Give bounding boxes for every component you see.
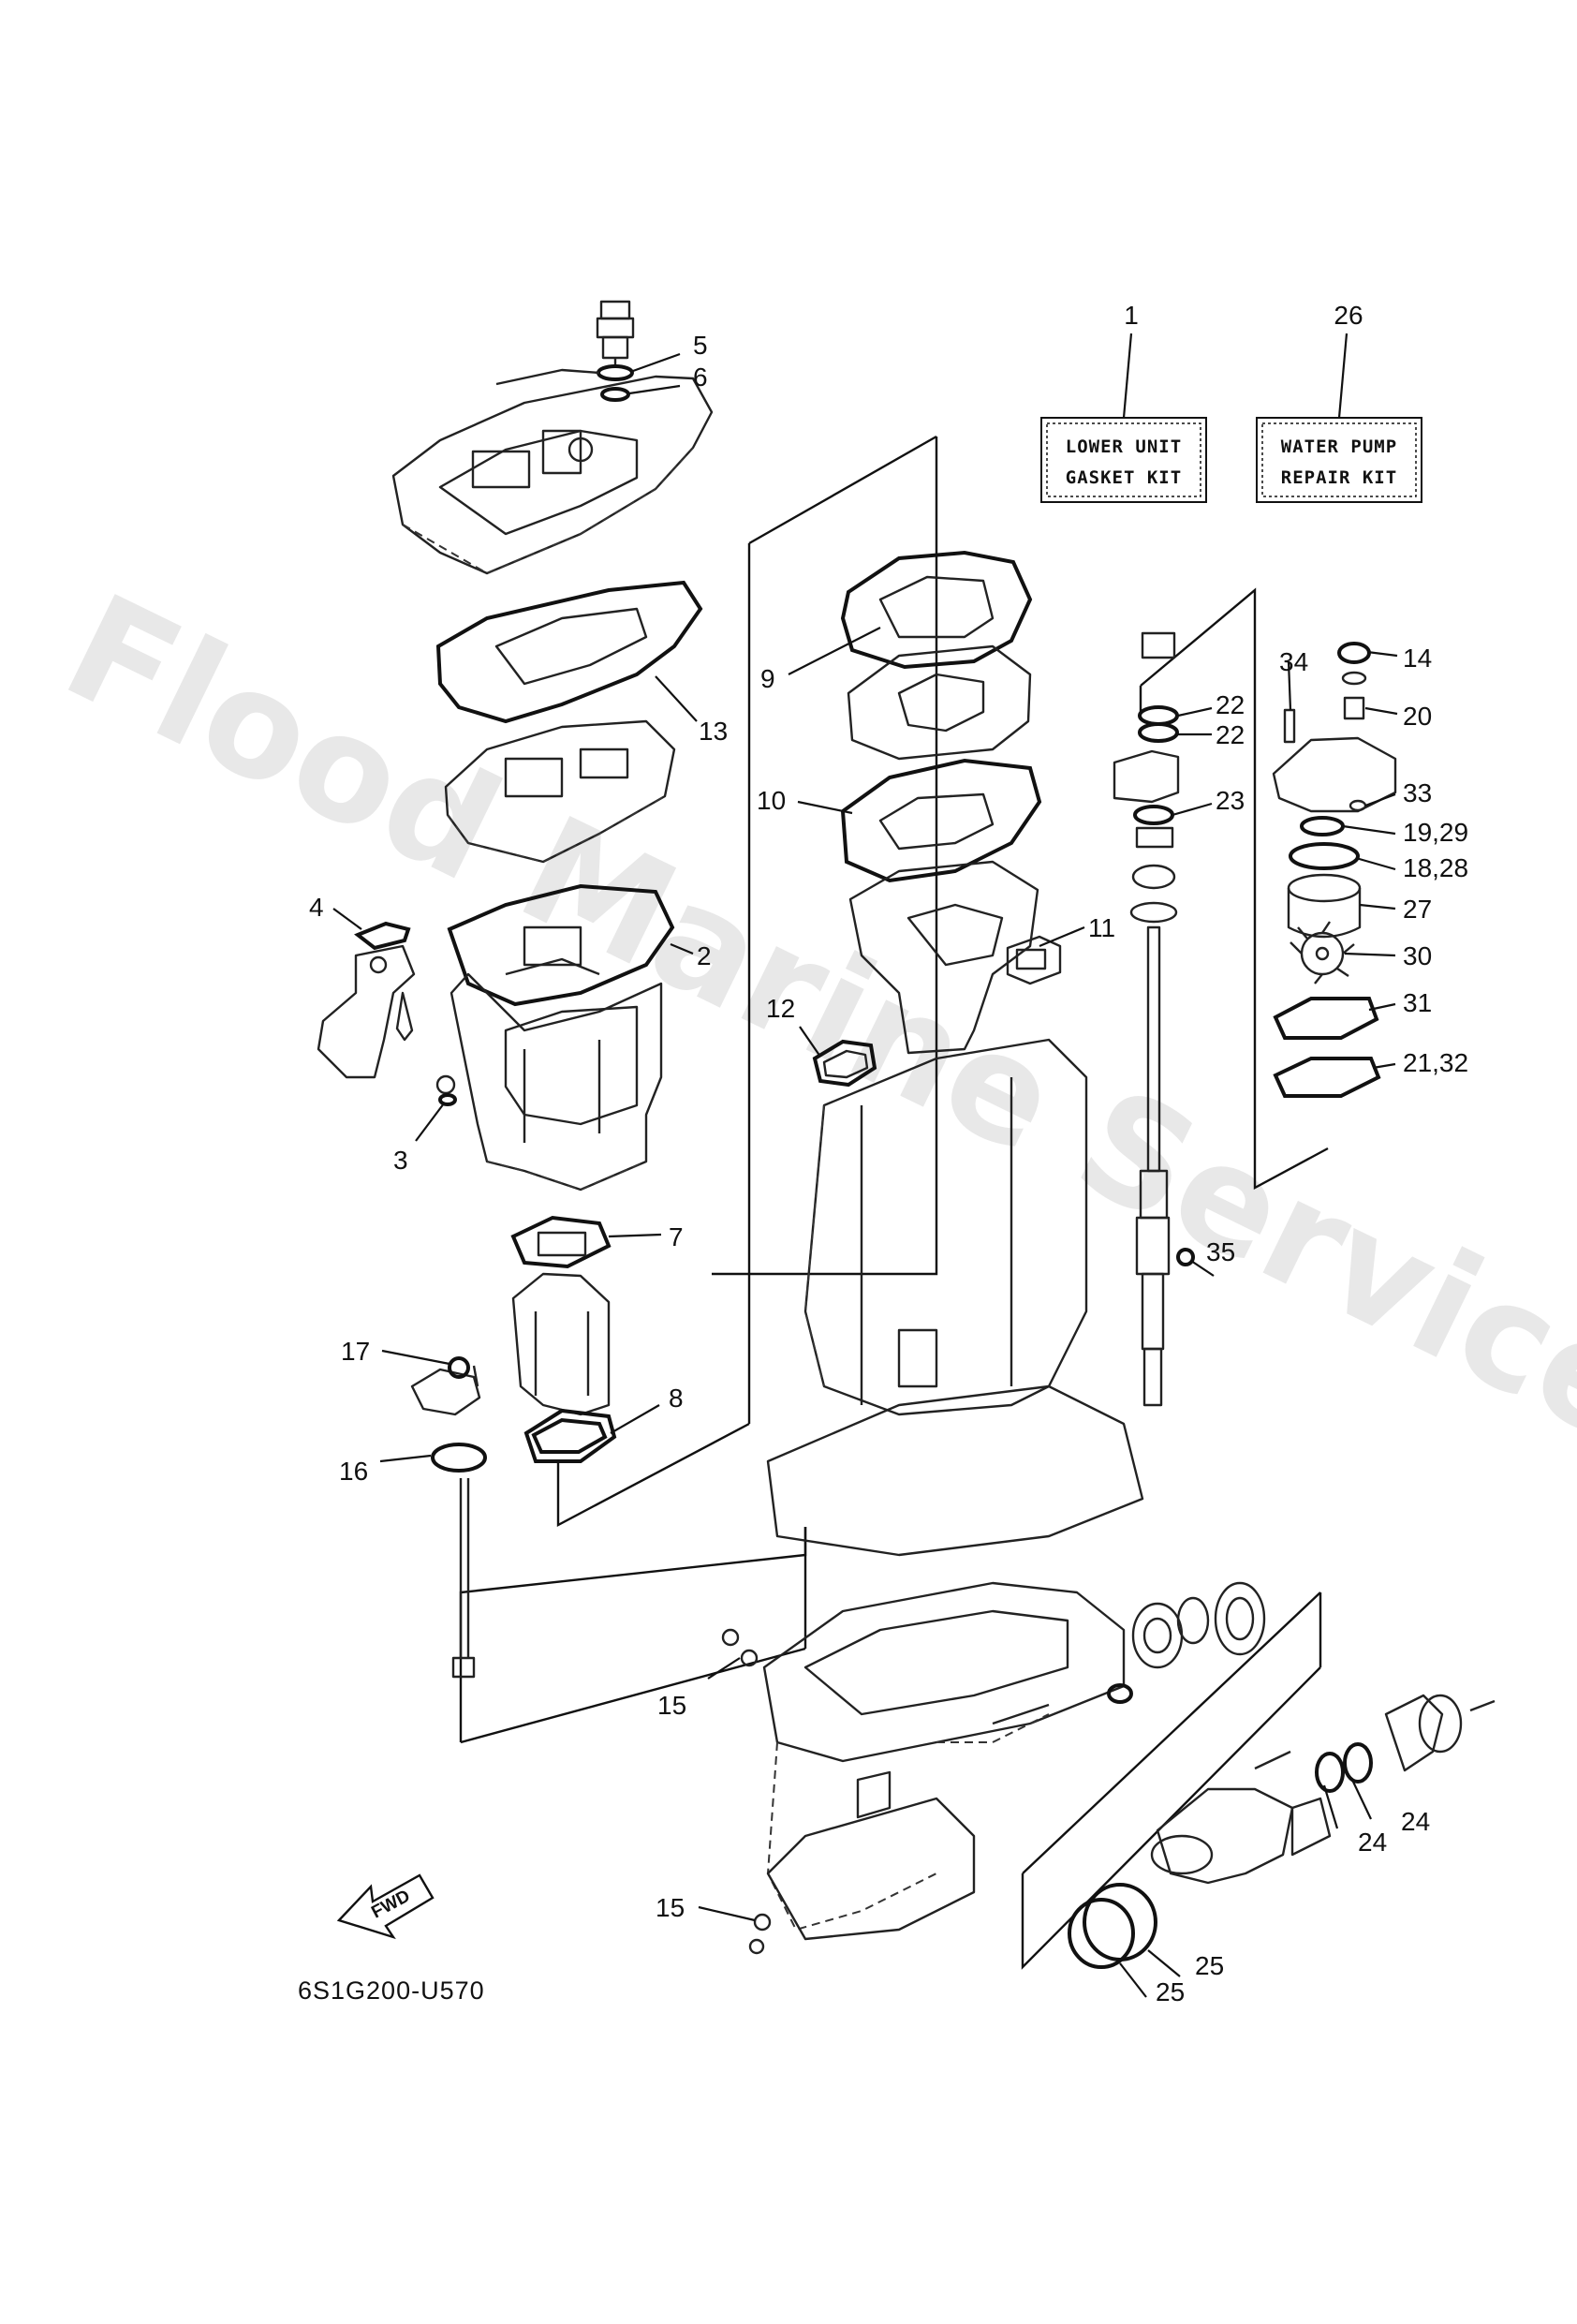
callout-9: 9 (760, 664, 775, 693)
seal-12 (812, 1039, 877, 1088)
callout-19-29: 19,29 (1403, 818, 1468, 847)
callout-21-32: 21,32 (1403, 1048, 1468, 1077)
gasket-10 (840, 758, 1042, 883)
frame-oil-pan (459, 1527, 807, 1742)
callout-18-28: 18,28 (1403, 853, 1468, 882)
o-ring-6 (600, 387, 630, 402)
callout-7: 7 (669, 1222, 684, 1251)
relief-valve-17 (410, 1356, 481, 1416)
oil-strainer (317, 944, 416, 1079)
callout-26: 26 (1334, 301, 1363, 330)
callout-1: 1 (1124, 301, 1139, 330)
callout-17: 17 (341, 1337, 370, 1366)
callout-35: 35 (1206, 1237, 1235, 1266)
o-ring-5 (597, 364, 634, 381)
callout-10: 10 (757, 786, 786, 815)
o-ring-25-outer (1083, 1883, 1157, 1961)
callout-34: 34 (1279, 647, 1308, 676)
callout-15-lower: 15 (656, 1893, 685, 1922)
rubber-mount-11 (1006, 935, 1062, 985)
water-pump-kit-line1: WATER PUMP (1281, 437, 1397, 457)
callout-8: 8 (669, 1384, 684, 1413)
callout-27: 27 (1403, 895, 1432, 924)
fwd-arrow: FWD (336, 1873, 435, 1940)
o-ring-16 (431, 1443, 487, 1473)
mount-plate (847, 644, 1032, 761)
callout-15-upper: 15 (657, 1691, 686, 1720)
callout-12: 12 (766, 994, 795, 1023)
callout-24-right: 24 (1401, 1807, 1430, 1836)
oil-pipe (451, 1478, 476, 1679)
frame-upper-casing (712, 437, 938, 1276)
diagram-code: 6S1G200-U570 (298, 1976, 485, 2005)
gasket-9 (840, 550, 1033, 670)
callout-33: 33 (1403, 778, 1432, 807)
lower-unit-kit-line2: GASKET KIT (1066, 467, 1182, 488)
callout-20: 20 (1403, 702, 1432, 731)
callout-5: 5 (693, 331, 708, 360)
watermark-text: Flood Marine Services (41, 562, 1577, 1514)
gasket-21-32 (1273, 1057, 1381, 1098)
insert-cartridge-27 (1287, 873, 1362, 939)
upper-casing (766, 860, 1144, 1557)
water-pump-repair-kit-box: WATER PUMP REPAIR KIT (1256, 417, 1422, 503)
callout-6: 6 (693, 363, 708, 392)
callout-4: 4 (309, 893, 324, 922)
gasket-4 (354, 921, 411, 951)
o-ring-18-28 (1289, 842, 1360, 870)
callout-24-left: 24 (1358, 1828, 1387, 1857)
callout-30: 30 (1403, 941, 1432, 970)
callout-14: 14 (1403, 644, 1432, 673)
o-ring-25-inner (1068, 1898, 1135, 1969)
callout-11: 11 (1088, 913, 1115, 942)
gasket-2 (447, 883, 675, 1007)
lower-casing (762, 1581, 1126, 1941)
callout-2: 2 (697, 941, 712, 970)
pin-35 (1176, 1248, 1195, 1266)
callout-25-upper: 25 (1195, 1951, 1224, 1980)
frame-water-pump (1140, 587, 1329, 1191)
exhaust-guide (391, 368, 714, 575)
gasket-8 (523, 1408, 617, 1463)
callout-3: 3 (393, 1146, 408, 1175)
callout-22-upper: 22 (1216, 690, 1245, 719)
oil-pan (450, 972, 663, 1192)
o-ring-19-29 (1300, 816, 1345, 836)
impeller-30 (1290, 921, 1355, 984)
drain-plug-3 (435, 1074, 457, 1106)
exhaust-manifold (444, 719, 676, 864)
callout-16: 16 (339, 1457, 368, 1486)
callout-25-lower: 25 (1156, 1977, 1185, 2006)
water-pump-kit-line2: REPAIR KIT (1281, 467, 1397, 488)
outer-plate-31 (1273, 997, 1379, 1040)
callout-22-lower: 22 (1216, 720, 1245, 749)
lower-unit-kit-line1: LOWER UNIT (1066, 437, 1182, 457)
lower-unit-gasket-kit-box: LOWER UNIT GASKET KIT (1040, 417, 1207, 503)
temperature-sender (596, 300, 635, 367)
gasket-13 (435, 580, 703, 724)
drive-shaft (1113, 631, 1180, 1407)
gasket-7 (510, 1215, 612, 1269)
propeller-shaft-housing (1150, 1694, 1496, 1885)
exhaust-pipe (511, 1272, 611, 1416)
forward-gear (1107, 1581, 1266, 1704)
screw-15-upper (721, 1628, 759, 1667)
callout-13: 13 (699, 717, 728, 746)
callout-23: 23 (1216, 786, 1245, 815)
callout-31: 31 (1403, 988, 1432, 1017)
screw-15-lower (748, 1913, 772, 1955)
